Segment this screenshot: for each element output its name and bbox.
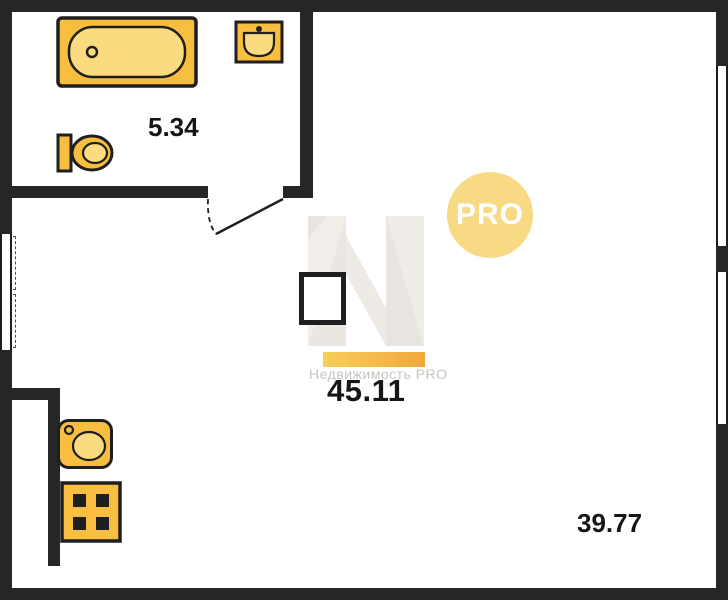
watermark-accent-bar <box>323 352 425 367</box>
wall-bathroom-vertical <box>300 0 313 198</box>
bathroom-sink-icon <box>234 20 284 64</box>
wall-bottom <box>0 588 728 600</box>
door-swing-icon <box>207 197 284 236</box>
total-area-label: 45.11 <box>327 373 406 408</box>
wall-right-upper <box>716 0 728 66</box>
bathroom-area-label: 5.34 <box>148 112 199 142</box>
wall-left-lower <box>0 350 12 600</box>
living-area-label: 39.77 <box>577 508 643 538</box>
wall-bathroom-bottom-left <box>0 186 208 198</box>
wall-right-lower <box>716 424 728 600</box>
wall-top <box>0 0 728 12</box>
pro-badge-label: PRO <box>455 198 524 231</box>
wall-bathroom-bottom-right <box>283 186 313 198</box>
window-right-upper <box>716 66 728 246</box>
watermark-brand-text: Недвижимость PRO <box>309 366 448 382</box>
shaft-column <box>299 272 346 325</box>
wall-kitchen-vertical <box>48 388 60 566</box>
stove-icon <box>60 481 122 543</box>
wall-kitchen-stub <box>0 388 60 400</box>
wall-right-mid <box>716 246 728 272</box>
window-right-lower <box>716 272 728 424</box>
window-left <box>0 234 12 350</box>
bathtub-icon <box>56 16 198 88</box>
toilet-icon <box>56 133 114 173</box>
kitchen-sink-icon <box>57 419 113 469</box>
wall-left-upper <box>0 0 12 234</box>
pro-badge: PRO <box>447 172 533 258</box>
